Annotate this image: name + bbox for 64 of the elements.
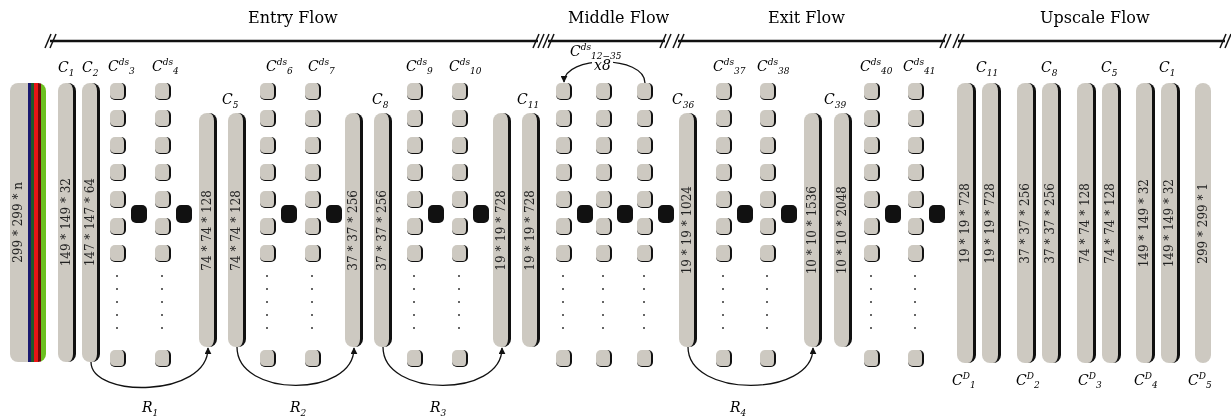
arrow <box>687 346 816 387</box>
feature-map-bar <box>1077 83 1096 363</box>
layer-label: C$_{5}$ <box>222 92 239 110</box>
feature-map-bar <box>82 83 100 362</box>
layer-label: C$_{8}$ <box>372 92 389 110</box>
layer-label: C$_{1}$ <box>1159 60 1176 78</box>
arrow <box>382 346 505 387</box>
feature-map-bar <box>1042 83 1061 363</box>
dimension-text: 10 * 10 * 1536 <box>804 185 819 275</box>
input-layer-stack <box>10 83 46 362</box>
section-title: Exit Flow <box>768 8 845 27</box>
feature-map-bar <box>345 113 363 347</box>
dimension-text: 37 * 37 * 256 <box>1018 182 1032 264</box>
layer-label: C$_{8}$ <box>1041 60 1058 78</box>
layer-label: C$_{36}$ <box>672 92 695 110</box>
dimension-text: 19 * 19 * 728 <box>983 182 997 264</box>
layer-label: C$_{2}$ <box>82 60 99 78</box>
feature-map-bar <box>1136 83 1155 363</box>
dimension-text: 149 * 149 * 32 <box>1137 178 1151 268</box>
dimension-text: 149 * 149 * 32 <box>1162 178 1176 268</box>
section-title: Middle Flow <box>568 8 670 27</box>
feature-map-bar <box>679 113 697 347</box>
layer-label: C$_{5}$ <box>1101 60 1118 78</box>
dimension-text: 19 * 19 * 728 <box>493 189 508 271</box>
feature-map-bar <box>1195 83 1211 363</box>
edge-label: R$_{2}$ <box>288 400 309 418</box>
dimension-text: 37 * 37 * 256 <box>345 189 360 271</box>
feature-map-bar <box>493 113 511 347</box>
dimension-text: 37 * 37 * 256 <box>374 189 389 271</box>
dimension-text: 74 * 74 * 128 <box>1078 182 1092 264</box>
layer-label: C$_{11}$ <box>517 92 540 110</box>
edge-label: R$_{4}$ <box>728 400 749 418</box>
dimension-text: 19 * 19 * 728 <box>958 182 972 264</box>
dimension-text: 149 * 149 * 32 <box>58 178 73 267</box>
edge-label: R$_{3}$ <box>428 400 449 418</box>
feature-map-bar <box>1102 83 1121 363</box>
arrow <box>236 346 357 387</box>
dimension-text: 19 * 19 * 728 <box>522 189 537 271</box>
arrow <box>90 347 211 388</box>
dimension-text: 299 * 299 * n <box>11 182 25 263</box>
feature-map-bar <box>1017 83 1036 363</box>
feature-map-bar <box>1161 83 1180 363</box>
dimension-text: 147 * 147 * 64 <box>82 178 97 267</box>
dimension-text: 10 * 10 * 2048 <box>834 185 849 275</box>
feature-map-bar <box>957 83 976 363</box>
feature-map-bar <box>228 113 246 347</box>
dimension-text: 19 * 19 * 1024 <box>679 185 694 275</box>
feature-map-bar <box>982 83 1001 363</box>
layer-label: C$_{39}$ <box>824 92 847 110</box>
dimension-text: 74 * 74 * 128 <box>199 189 214 271</box>
feature-map-bar <box>522 113 540 347</box>
section-title: Entry Flow <box>248 8 338 27</box>
feature-map-bar <box>834 113 852 347</box>
feature-map-bar <box>804 113 822 347</box>
layer-label: C$_{11}$ <box>976 60 999 78</box>
dimension-text: 74 * 74 * 128 <box>1103 182 1117 264</box>
layer-label: C$_{1}$ <box>58 60 75 78</box>
dimension-text: 37 * 37 * 256 <box>1043 182 1057 264</box>
feature-map-bar <box>199 113 217 347</box>
feature-map-bar <box>374 113 392 347</box>
section-title: Upscale Flow <box>1040 8 1150 27</box>
feature-map-bar <box>58 83 76 362</box>
dimension-text: 299 * 299 * 1 <box>1196 182 1210 264</box>
dimension-text: 74 * 74 * 128 <box>228 189 243 271</box>
